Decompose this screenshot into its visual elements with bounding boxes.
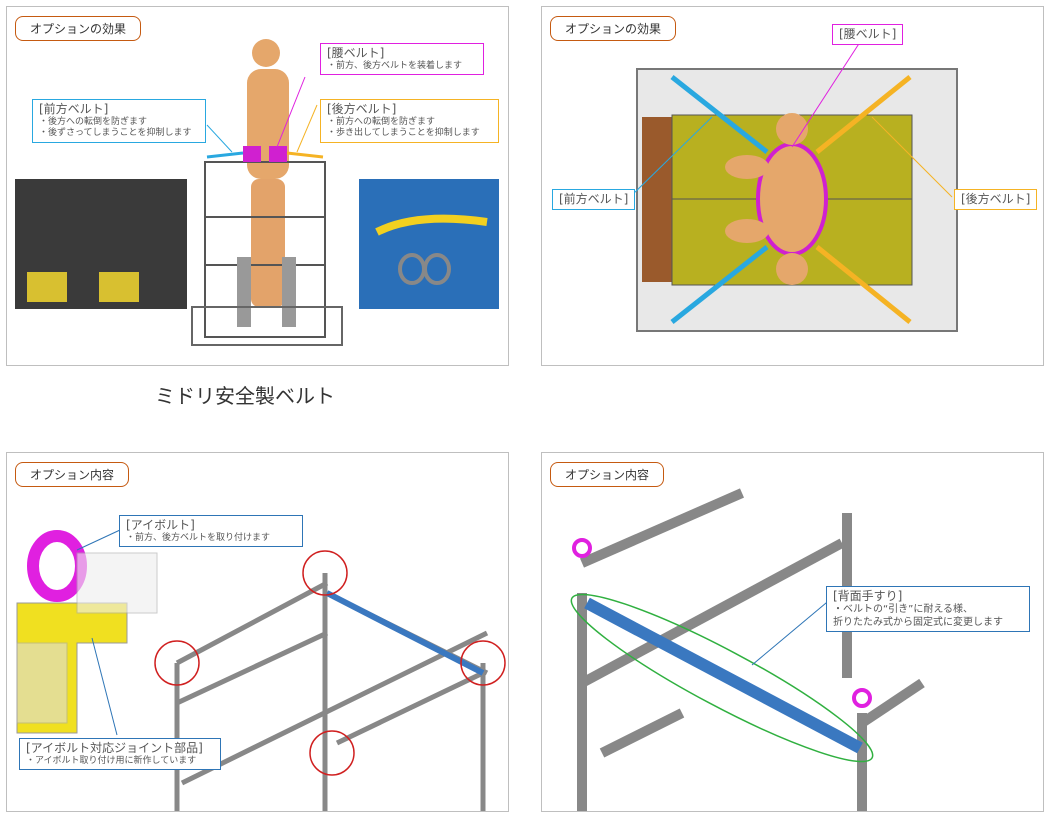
callout-title: [後方ベルト]	[327, 102, 397, 116]
callout-rear-handrail: [背面手すり] ・ベルトの“引き”に耐える様、 折りたたみ式から固定式に変更しま…	[826, 586, 1030, 632]
mannequin-frame-illustration	[15, 39, 499, 346]
callout-line: ・後ずさってしまうことを抑制します	[39, 128, 192, 139]
callout-line: ・後方への転倒を防ぎます	[39, 117, 148, 127]
callout-front-belt: [前方ベルト]	[552, 189, 636, 210]
callout-line: ・前方、後方ベルトを取り付けます	[126, 533, 271, 543]
callout-eyebolt-joint: [アイボルト対応ジョイント部品] ・アイボルト取り付け用に新作しています	[19, 738, 221, 771]
callout-line: ・前方、後方ベルトを装着します	[327, 61, 463, 71]
callout-eyebolt: [アイボルト] ・前方、後方ベルトを取り付けます	[119, 515, 303, 548]
top-view-illustration	[629, 38, 958, 332]
slide-option-content-handrail: オプション内容 [背面手すり] ・ベルトの“引き”に耐える様、 折りたたみ式から…	[541, 452, 1044, 812]
callout-line: ・ベルトの“引き”に耐える様、	[833, 604, 974, 615]
callout-front-belt: [前方ベルト] ・後方への転倒を防ぎます ・後ずさってしまうことを抑制します	[32, 99, 206, 143]
callout-line: 折りたたみ式から固定式に変更します	[833, 616, 1003, 628]
slide-tag: オプションの効果	[15, 16, 142, 41]
callout-line: ・歩き出してしまうことを抑制します	[327, 128, 480, 139]
callout-title: [アイボルト対応ジョイント部品]	[26, 741, 203, 755]
callout-line: ・前方への転倒を防ぎます	[327, 117, 436, 127]
slide-tag: オプション内容	[15, 462, 130, 487]
slide-option-effect-top: オプションの効果 [腰ベルト] [前方ベルト] [後方ベルト]	[541, 6, 1044, 366]
callout-title: [前方ベルト]	[39, 102, 109, 116]
eyebolt-joint-illustration	[16, 529, 506, 811]
callout-line: ・アイボルト取り付け用に新作しています	[26, 756, 197, 766]
rear-handrail-illustration	[570, 488, 925, 811]
callout-rear-belt: [後方ベルト] ・前方への転倒を防ぎます ・歩き出してしまうことを抑制します	[320, 99, 499, 143]
callout-waist-belt: [腰ベルト]	[832, 24, 904, 45]
slide-option-content-eyebolt: オプション内容 [アイボルト] ・前方、後方ベルトを取り付けます [アイボルト対…	[6, 452, 509, 812]
callout-rear-belt: [後方ベルト]	[954, 189, 1038, 210]
callout-title: [アイボルト]	[126, 518, 195, 532]
callout-title: [腰ベルト]	[327, 46, 385, 60]
callout-title: [背面手すり]	[833, 589, 903, 603]
callout-waist-belt: [腰ベルト] ・前方、後方ベルトを装着します	[320, 43, 484, 76]
slide-tag: オプションの効果	[550, 16, 677, 41]
slide-tag: オプション内容	[550, 462, 665, 487]
belt-caption: ミドリ安全製ベルト	[155, 384, 335, 408]
slide-option-effect-side: オプションの効果 [腰ベルト] ・前方、後方ベルトを装着します [前方ベルト] …	[6, 6, 509, 366]
